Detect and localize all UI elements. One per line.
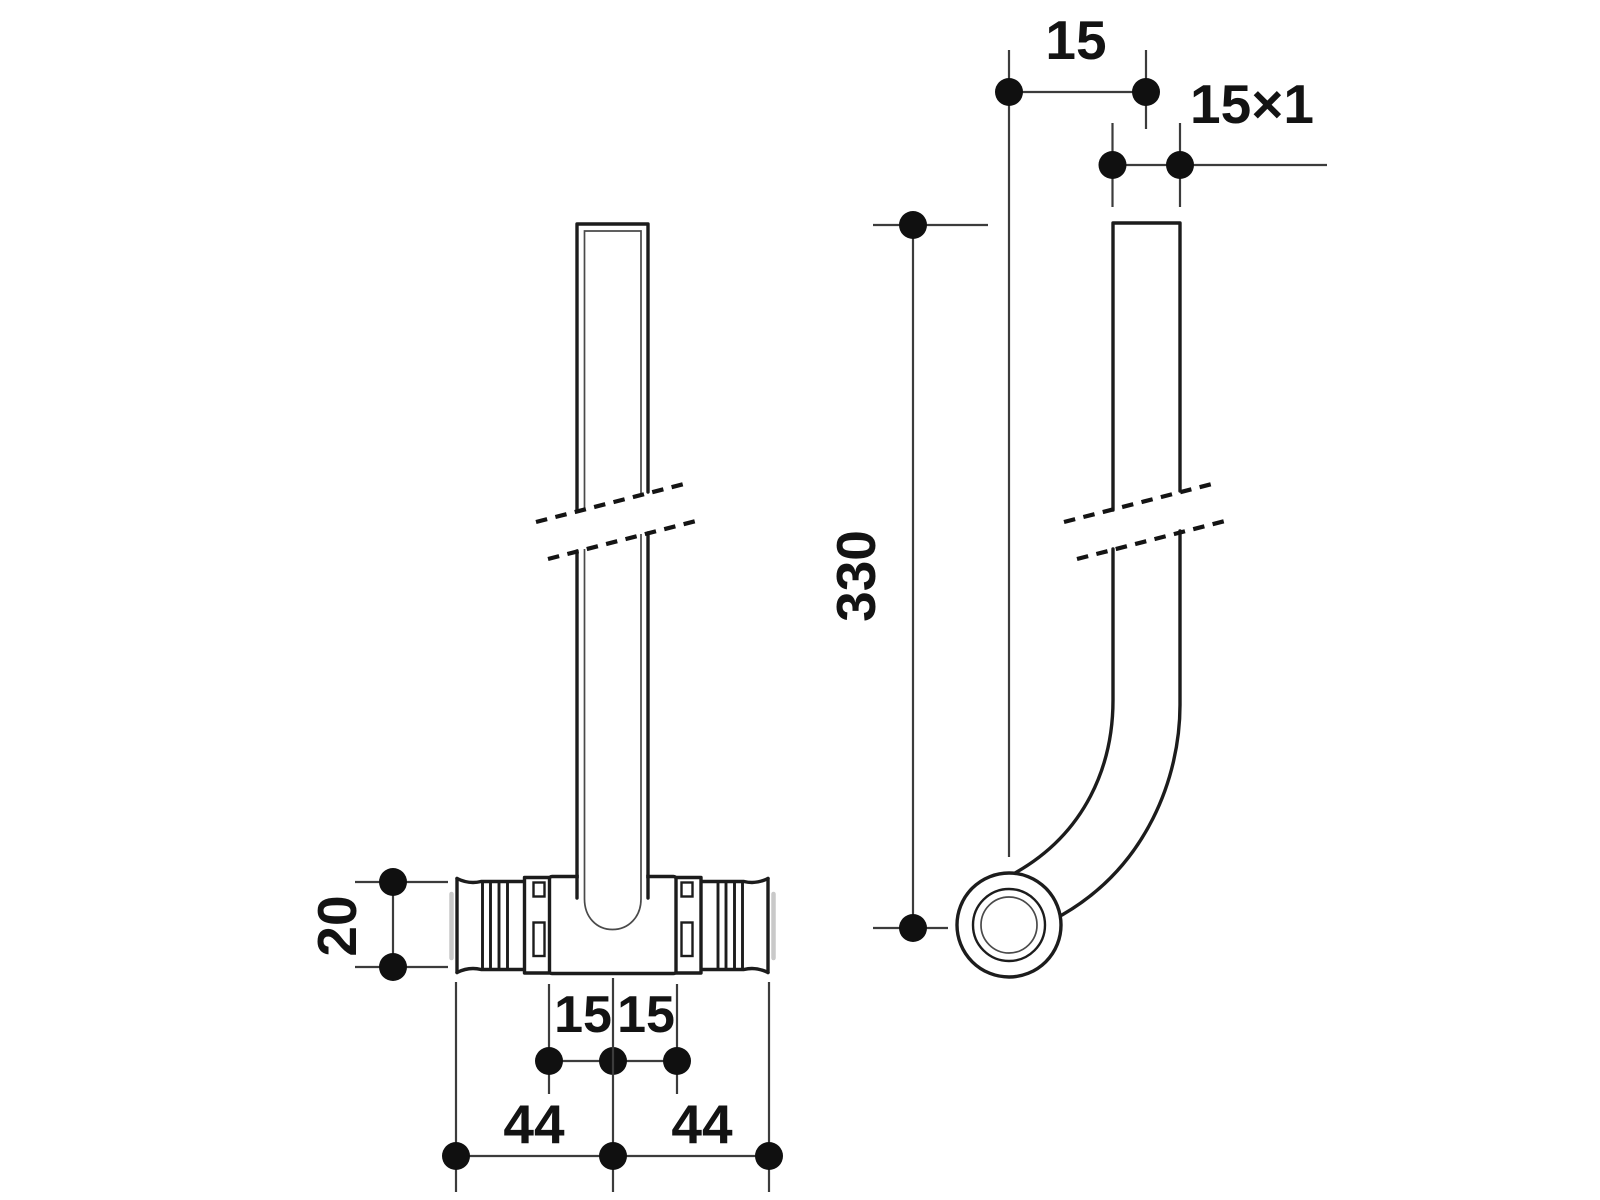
pipe-break-line-upper [535, 481, 685, 525]
dimension-15x1: 15×1 [1098, 73, 1327, 207]
left-collar-window-bottom [532, 921, 546, 958]
pipe-upper-outline [575, 222, 650, 513]
dimension-44-44: 44 44 [442, 978, 783, 1192]
pipe-lower-inner-wall [1013, 547, 1115, 875]
dimension-dot [535, 1047, 563, 1075]
dim-label-15-insert-left: 15 [554, 986, 612, 1044]
pipe-upper-outline [1111, 221, 1182, 512]
right-collar-window-top [680, 881, 694, 898]
pipe-lower-outer-wall [1060, 529, 1182, 917]
left-collar-window-top [532, 881, 546, 898]
dimension-dot [379, 868, 407, 896]
dimension-dot [1166, 151, 1194, 179]
dimension-dot [599, 1142, 627, 1170]
pipe-end-u-curve [583, 898, 642, 931]
side-view: 15 15×1 [825, 9, 1327, 979]
pipe-end-face [955, 871, 1063, 979]
extension-lines [547, 984, 679, 1094]
dimension-dot [995, 78, 1023, 106]
dimension-dot [663, 1047, 691, 1075]
dimension-330: 330 [825, 211, 988, 942]
tee-fitting [449, 874, 776, 976]
pipe-break-line-lower [1076, 518, 1226, 562]
pipe-end-od-circle [971, 887, 1047, 963]
front-view: 20 15 15 44 44 [306, 222, 783, 1192]
dimension-dot [755, 1142, 783, 1170]
right-sleeve-ribs [716, 880, 744, 971]
dim-label-20: 20 [306, 895, 368, 956]
dimension-dot [379, 953, 407, 981]
pipe-upper-wall-inner [583, 230, 642, 509]
bent-pipe [955, 221, 1226, 979]
pipe-end-id-circle [980, 896, 1038, 954]
left-crimp-sleeve [455, 875, 552, 975]
dimension-dot [442, 1142, 470, 1170]
pipe-break-line-lower [547, 518, 697, 562]
right-crimp-sleeve [674, 875, 770, 975]
dim-label-44-right: 44 [671, 1093, 733, 1155]
dim-label-44-left: 44 [503, 1093, 565, 1155]
left-sleeve-ribs [481, 880, 509, 971]
dim-label-15-offset: 15 [1045, 9, 1106, 71]
right-collar-window-bottom [680, 921, 694, 958]
dim-label-15x1: 15×1 [1190, 73, 1314, 135]
pipe-lower-wall-inner [583, 534, 642, 899]
pipe-body-mask [578, 858, 647, 900]
extension-lines [355, 880, 448, 969]
dimension-20: 20 [306, 868, 448, 981]
dimension-dot [899, 211, 927, 239]
dimension-dot [1098, 151, 1127, 179]
dimension-dot [1132, 78, 1160, 106]
pipe-break-line-upper [1063, 481, 1213, 525]
dim-label-15-insert-right: 15 [617, 986, 675, 1044]
dimension-dot [899, 914, 927, 942]
dimension-15-top: 15 [995, 9, 1160, 857]
extension-lines [873, 223, 988, 930]
dim-label-330: 330 [825, 530, 887, 622]
vertical-pipe [535, 222, 697, 931]
